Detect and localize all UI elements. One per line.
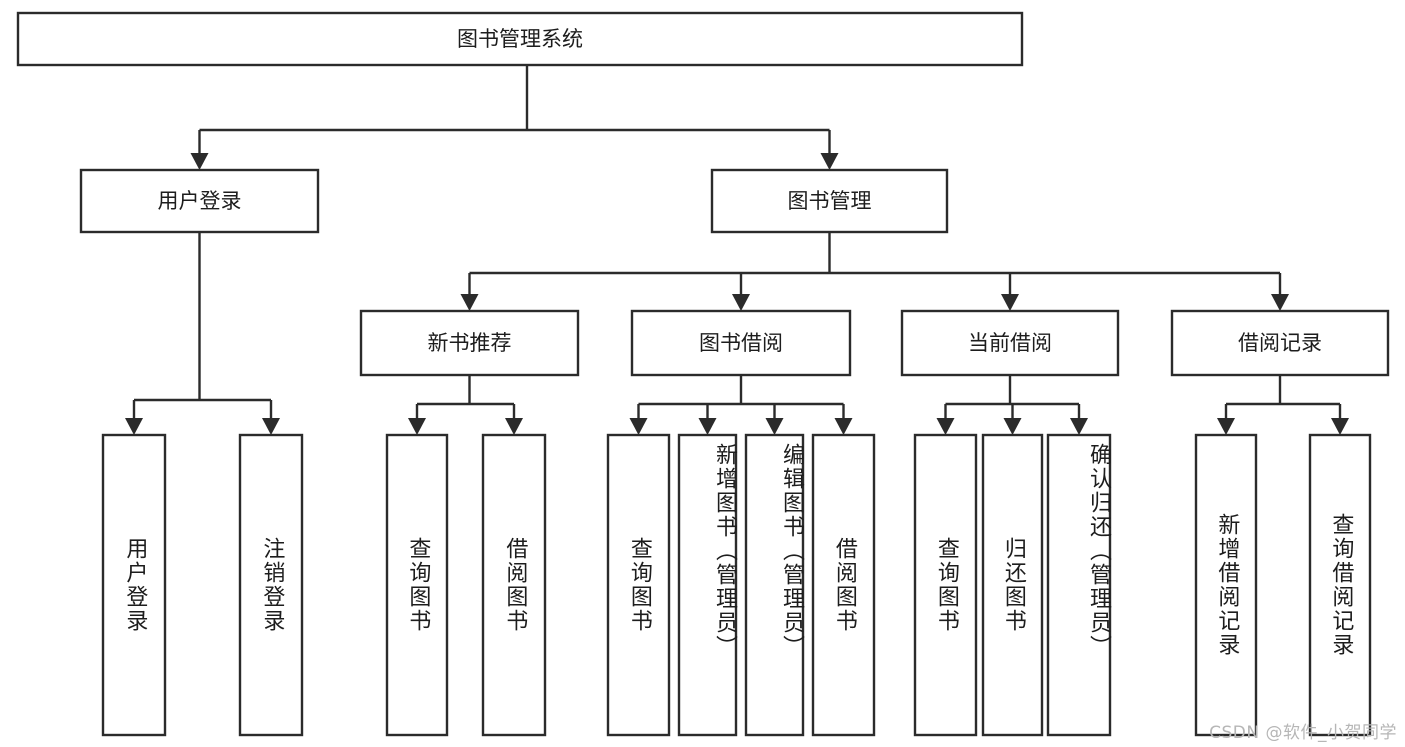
node-leaf-1-rect[interactable] (238, 433, 304, 737)
node-leaf-3-rect[interactable] (481, 433, 547, 737)
edge-bookmgmt-arrow-3 (1271, 294, 1289, 311)
edge-user-arrow-1 (262, 418, 280, 435)
node-leaf-4[interactable] (606, 433, 671, 737)
node-leaf-10-rect[interactable] (1046, 433, 1112, 737)
node-l2-1[interactable] (710, 168, 949, 234)
node-leaf-0[interactable] (101, 433, 167, 737)
node-leaf-11-rect[interactable] (1194, 433, 1258, 737)
csdn-watermark: CSDN @软件_小贺同学 (1209, 723, 1397, 743)
edge-user-arrow-0 (125, 418, 143, 435)
edge-bookmgmt-arrow-2 (1001, 294, 1019, 311)
node-l3-0-rect[interactable] (359, 309, 580, 377)
node-leaf-2-rect[interactable] (385, 433, 449, 737)
connectors-layer (125, 65, 1349, 435)
edge-record-arrow-0 (1217, 418, 1235, 435)
edge-bookmgmt-arrow-1 (732, 294, 750, 311)
node-l3-2[interactable] (900, 309, 1120, 377)
edge-newbook-arrow-1 (505, 418, 523, 435)
node-l3-1-label: 图书借阅 (699, 331, 783, 355)
node-leaf-6-rect[interactable] (744, 433, 805, 737)
node-l2-1-label: 图书管理 (788, 189, 872, 213)
node-leaf-9[interactable] (981, 433, 1044, 737)
node-l3-0[interactable] (359, 309, 580, 377)
node-l2-1-rect[interactable] (710, 168, 949, 234)
edge-record-arrow-1 (1331, 418, 1349, 435)
edge-current-arrow-2 (1070, 418, 1088, 435)
edge-root-arrow-1 (820, 153, 839, 170)
node-leaf-6[interactable] (744, 433, 805, 737)
node-l3-3-label: 借阅记录 (1238, 331, 1322, 355)
node-leaf-5-rect[interactable] (677, 433, 738, 737)
edge-newbook-arrow-0 (408, 418, 426, 435)
node-leaf-12[interactable] (1308, 433, 1372, 737)
edge-bookmgmt-arrow-0 (460, 294, 479, 311)
edge-borrow-arrow-2 (765, 418, 784, 435)
node-leaf-7-rect[interactable] (811, 433, 876, 737)
node-l3-0-label: 新书推荐 (428, 331, 512, 355)
node-l2-0[interactable] (79, 168, 320, 234)
node-root-system-label: 图书管理系统 (457, 27, 583, 51)
node-leaf-12-rect[interactable] (1308, 433, 1372, 737)
edge-current-arrow-1 (1003, 418, 1022, 435)
node-l3-2-rect[interactable] (900, 309, 1120, 377)
node-l3-1[interactable] (630, 309, 852, 377)
node-l3-3-rect[interactable] (1170, 309, 1390, 377)
node-leaf-9-rect[interactable] (981, 433, 1044, 737)
node-leaf-11[interactable] (1194, 433, 1258, 737)
edge-root-arrow-0 (190, 153, 209, 170)
node-l3-3[interactable] (1170, 309, 1390, 377)
edge-borrow-arrow-0 (629, 418, 648, 435)
node-l3-1-rect[interactable] (630, 309, 852, 377)
node-leaf-8-rect[interactable] (913, 433, 978, 737)
node-l3-2-label: 当前借阅 (968, 331, 1052, 355)
node-l2-0-label: 用户登录 (158, 189, 242, 213)
node-leaf-0-rect[interactable] (101, 433, 167, 737)
node-leaf-8[interactable] (913, 433, 978, 737)
node-leaf-10[interactable] (1046, 433, 1112, 737)
node-root-system[interactable] (16, 11, 1024, 67)
node-leaf-7[interactable] (811, 433, 876, 737)
node-leaf-4-rect[interactable] (606, 433, 671, 737)
boxes-layer (16, 11, 1390, 737)
node-leaf-2[interactable] (385, 433, 449, 737)
edge-current-arrow-0 (936, 418, 955, 435)
edge-borrow-arrow-3 (834, 418, 853, 435)
node-l2-0-rect[interactable] (79, 168, 320, 234)
node-leaf-5[interactable] (677, 433, 738, 737)
edge-borrow-arrow-1 (698, 418, 717, 435)
node-leaf-1[interactable] (238, 433, 304, 737)
node-leaf-3[interactable] (481, 433, 547, 737)
node-root-system-rect[interactable] (16, 11, 1024, 67)
